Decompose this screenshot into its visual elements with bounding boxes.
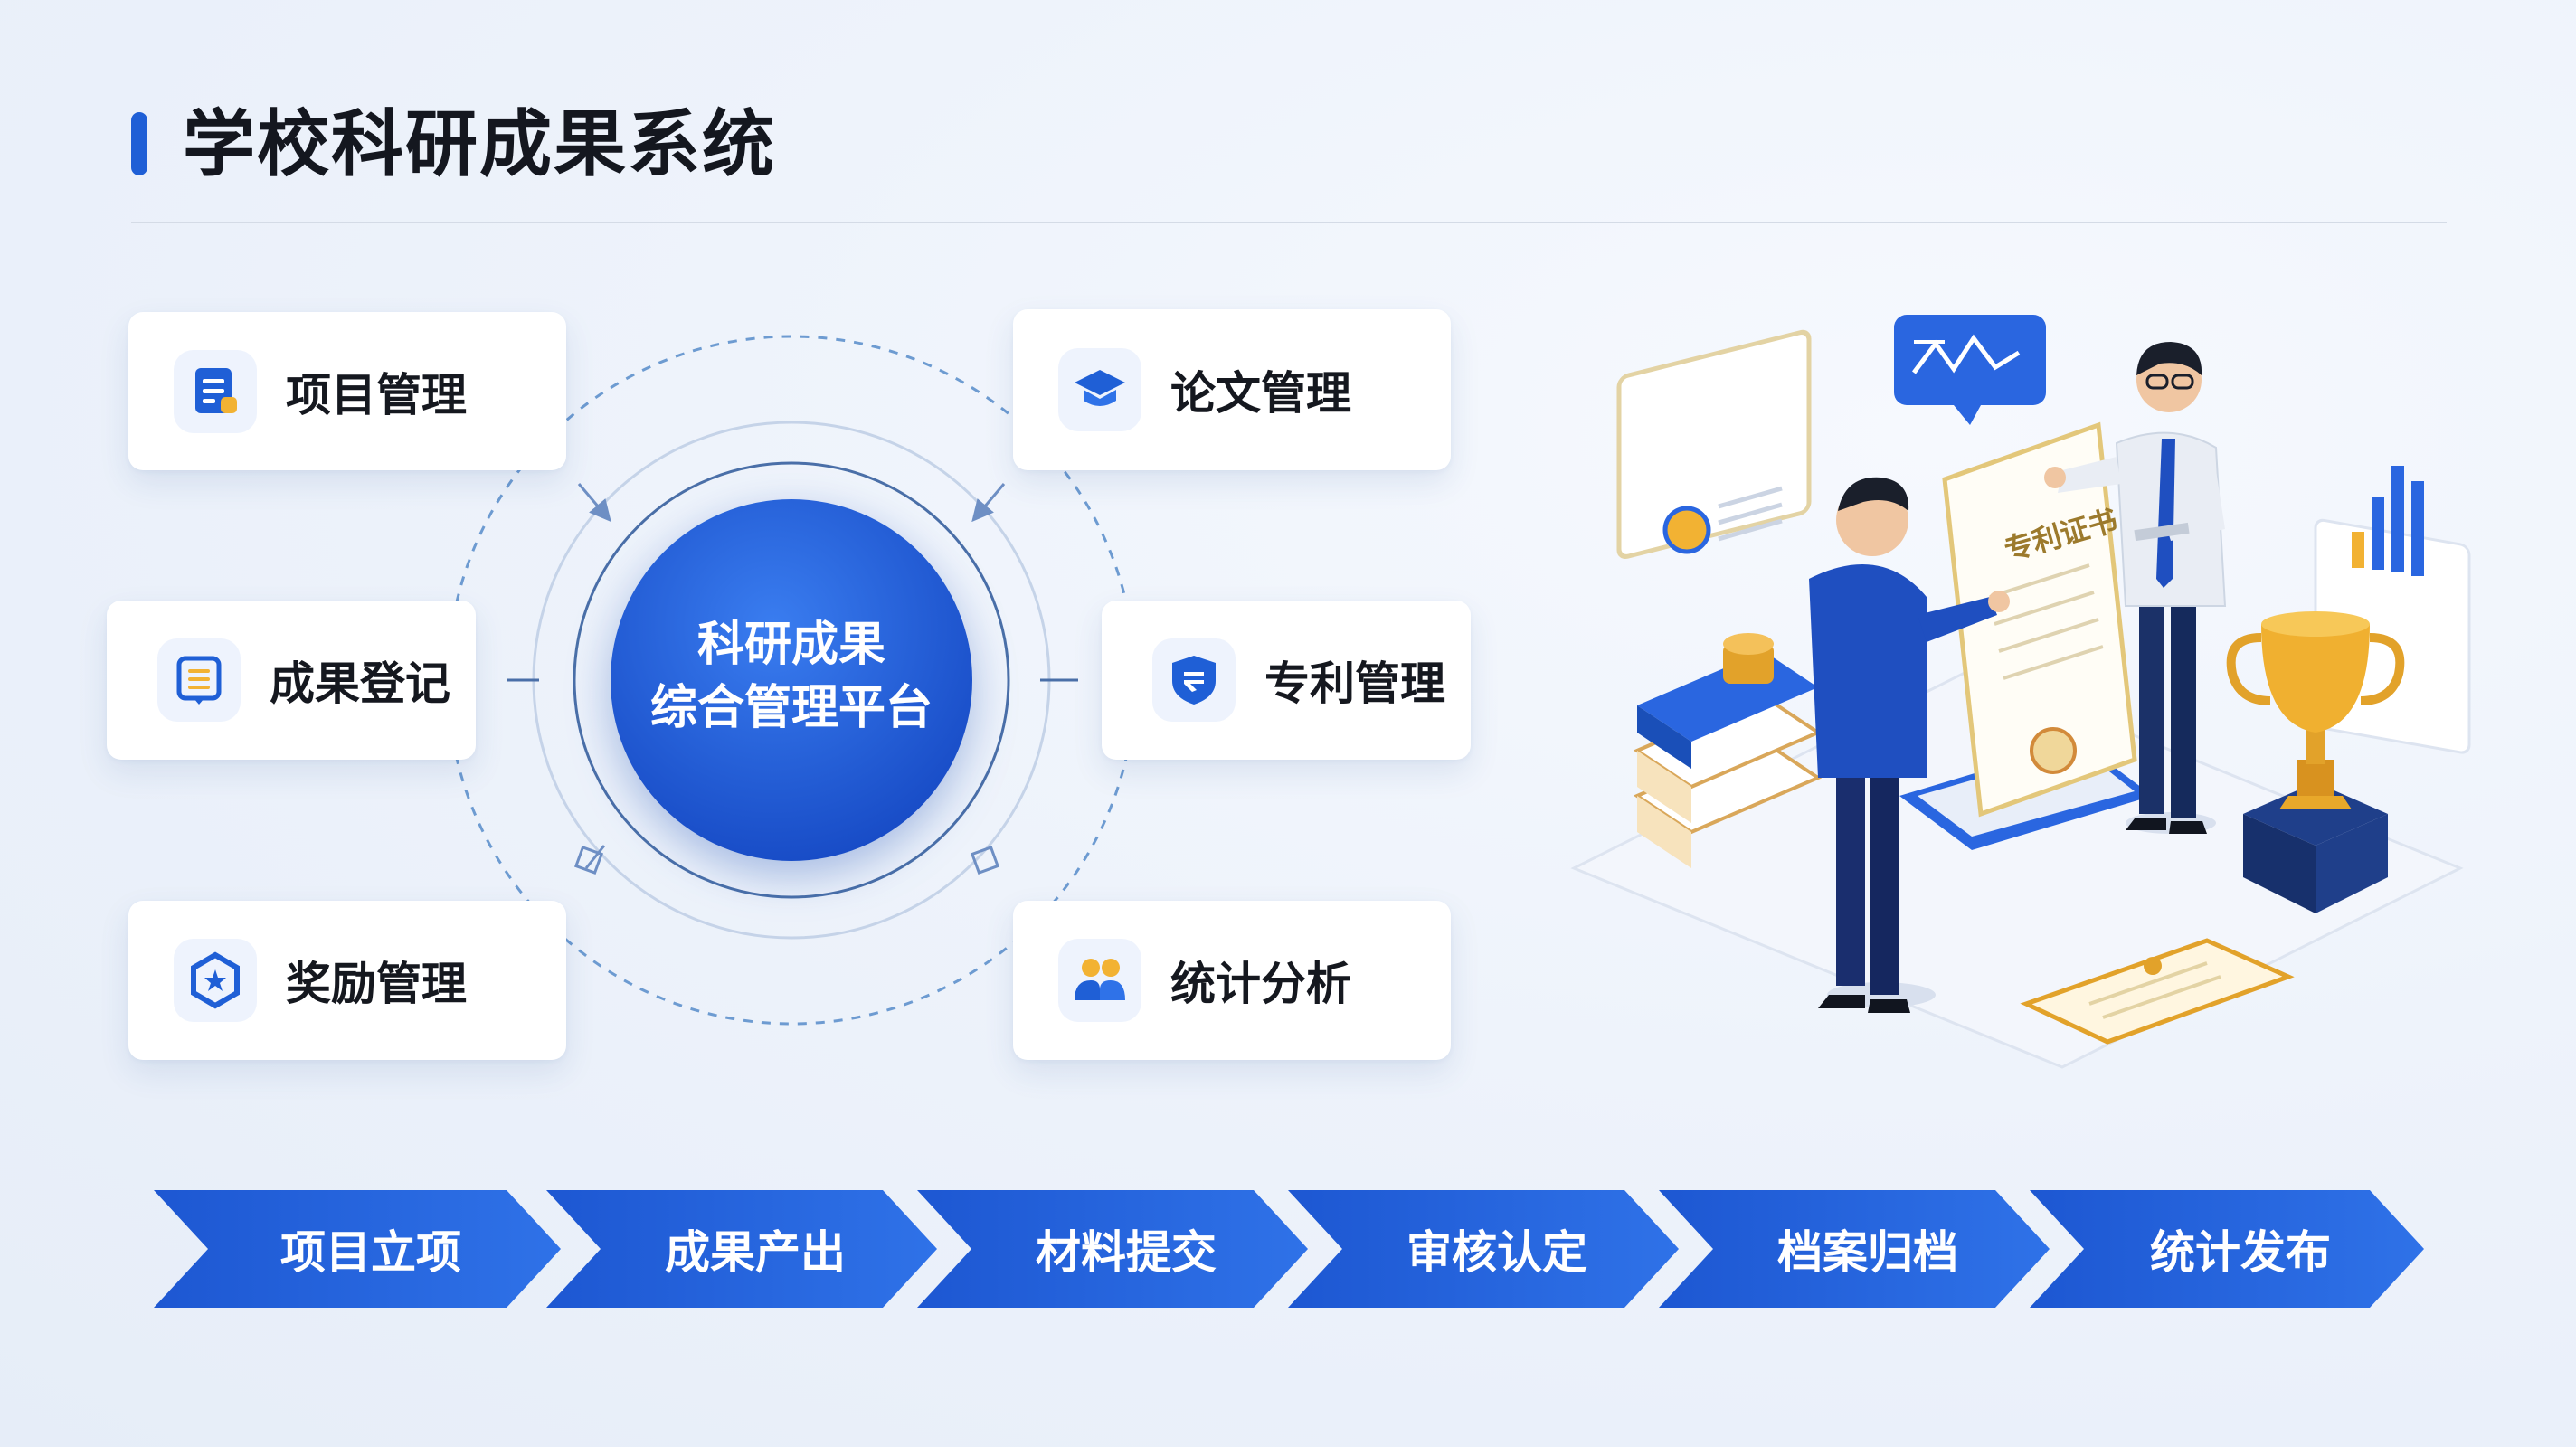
arrow-top-right [971, 483, 1006, 523]
module-card-project[interactable]: 项目管理 [128, 312, 566, 470]
process-step-6: 统计发布 [2030, 1190, 2424, 1308]
framed-certificate [1616, 329, 1812, 559]
users-group-icon [1058, 939, 1141, 1022]
hub-label: 科研成果 综合管理平台 [620, 613, 963, 740]
shield-badge-icon [1152, 638, 1236, 722]
module-card-patent[interactable]: 专利管理 [1102, 601, 1471, 760]
process-step-4: 审核认定 [1288, 1190, 1679, 1308]
graduation-cap-icon [1058, 348, 1141, 431]
process-step-1-label: 项目立项 [280, 1226, 461, 1279]
module-label-project: 项目管理 [286, 368, 467, 421]
chat-bubble-icon [1894, 315, 2046, 425]
module-label-paper: 论文管理 [1170, 367, 1351, 420]
trophy-icon [2226, 611, 2405, 913]
module-card-statistics[interactable]: 统计分析 [1013, 901, 1451, 1060]
process-step-5-label: 档案归档 [1777, 1226, 1958, 1279]
process-step-1: 项目立项 [154, 1190, 561, 1308]
module-card-award[interactable]: 奖励管理 [128, 901, 566, 1060]
man-light-suit [2044, 342, 2227, 834]
process-step-3: 材料提交 [917, 1190, 1308, 1308]
title-accent-bar [131, 112, 147, 175]
hexagon-award-icon [174, 939, 257, 1022]
page-title: 学校科研成果系统 [183, 102, 776, 186]
module-label-patent: 专利管理 [1264, 657, 1445, 710]
process-step-3-label: 材料提交 [1036, 1226, 1217, 1279]
hub-label-line2: 综合管理平台 [649, 681, 933, 735]
module-card-paper[interactable]: 论文管理 [1013, 309, 1451, 470]
marker-bottom-right [970, 845, 1000, 875]
research-illustration: 专利证书 [1570, 315, 2471, 1069]
module-label-statistics: 统计分析 [1170, 958, 1351, 1010]
marker-bottom-left [573, 845, 604, 875]
process-step-2: 成果产出 [546, 1190, 937, 1308]
document-list-icon [174, 349, 257, 433]
arrow-top-left [577, 483, 611, 523]
certificate-stand: 专利证书 [1899, 421, 2153, 850]
process-step-2-label: 成果产出 [665, 1226, 846, 1279]
inner-ring [573, 461, 1010, 899]
module-card-achievement[interactable]: 成果登记 [107, 601, 476, 760]
hub-label-line1: 科研成果 [696, 618, 886, 672]
man-blue-suit [1809, 477, 2010, 1013]
process-step-6-label: 统计发布 [2150, 1226, 2331, 1279]
title-divider [131, 222, 2447, 223]
module-label-achievement: 成果登记 [270, 657, 450, 710]
hub-circle [611, 499, 972, 861]
register-clipboard-icon [157, 638, 241, 722]
process-step-4-label: 审核认定 [1406, 1226, 1587, 1279]
module-label-award: 奖励管理 [286, 958, 467, 1010]
small-certificate [2020, 938, 2295, 1045]
process-step-5: 档案归档 [1659, 1190, 2050, 1308]
arrow-bottom-left [584, 845, 606, 869]
